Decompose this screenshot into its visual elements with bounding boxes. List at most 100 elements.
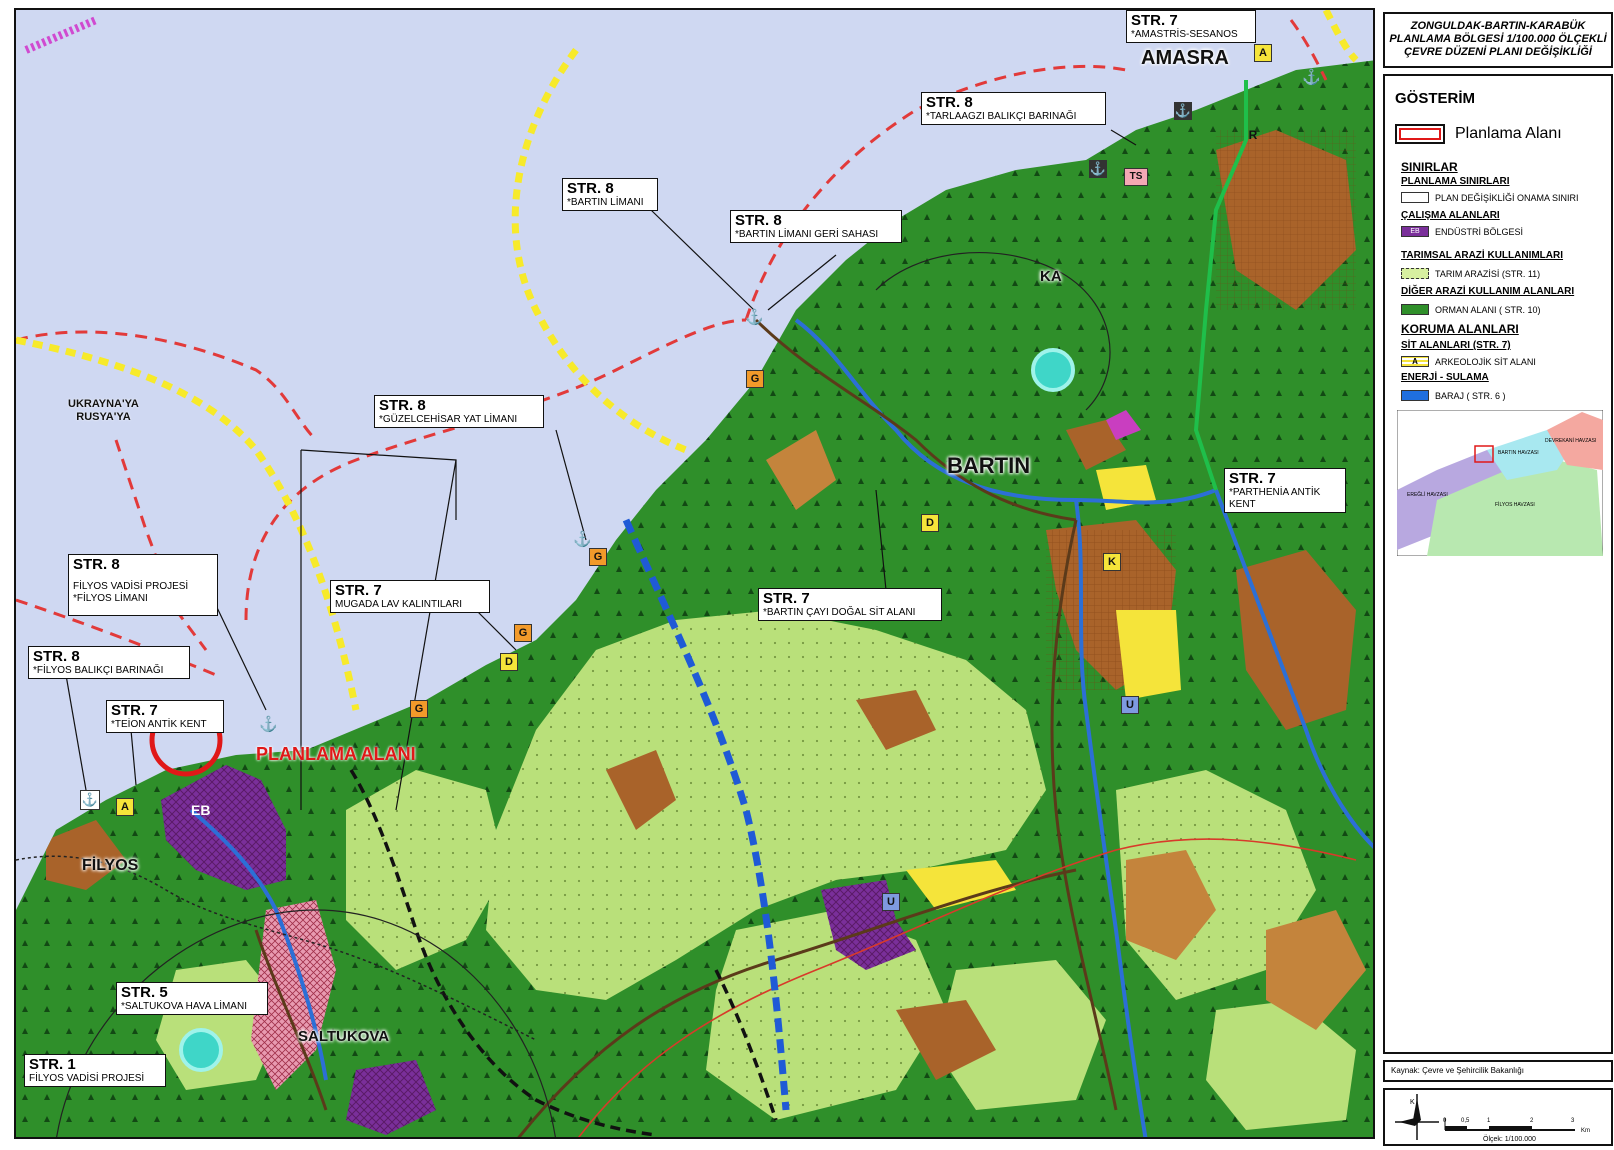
- yellow-dashed-lines: [16, 10, 1359, 711]
- legend-row-arkeolojik: A ARKEOLOJİK SİT ALANI: [1401, 356, 1536, 367]
- anchor-icon: ⚓: [80, 790, 100, 810]
- ukraine-russia-label: UKRAYNA'YA RUSYA'YA: [68, 398, 139, 424]
- industrial-swatch: EB: [1401, 226, 1429, 237]
- legend-row-text: TARIM ARAZİSİ (STR. 11): [1435, 268, 1541, 279]
- scale-text: Ölçek: 1/100.000: [1483, 1135, 1536, 1143]
- industrial-zone-eb: [161, 410, 1141, 1135]
- yellow-urban-areas: [906, 465, 1181, 910]
- legend-row-text: BARAJ ( STR. 6 ): [1435, 390, 1506, 401]
- callout-code: STR. 5: [121, 984, 168, 1001]
- callout-code: STR. 8: [926, 94, 973, 111]
- rusya-line: RUSYA'YA: [76, 411, 131, 423]
- callout-code: STR. 7: [1229, 470, 1276, 487]
- planning-boundary: [349, 769, 657, 1137]
- agricultural-swatch: [1401, 268, 1429, 279]
- callout-text-2: *FİLYOS LİMANI: [73, 593, 148, 604]
- inset-devrekani: DEVREKANİ HAVZASI: [1545, 437, 1596, 444]
- map-frame: AMASRA BARTIN FİLYOS SALTUKOVA KA EB UKR…: [14, 8, 1375, 1139]
- planning-area-label: PLANLAMA ALANI: [256, 744, 416, 764]
- callout-text: *AMASTRİS-SESANOS: [1131, 29, 1238, 40]
- callout-code: STR. 1: [29, 1056, 76, 1073]
- city-saltukova: SALTUKOVA: [298, 1028, 390, 1045]
- scale-and-north: K 0 0,5 1 2 3 Km Ölçek: 1/100.000: [1395, 1094, 1590, 1143]
- callout-tarlaagzi: STR. 8*TARLAAGZI BALIKÇI BARINAĞI: [921, 92, 1106, 125]
- legend-planning-area-text: Planlama Alanı: [1455, 125, 1562, 142]
- callout-text: *BARTIN LİMANI GERİ SAHASI: [735, 229, 879, 240]
- railway: [578, 838, 1357, 1137]
- legend-title-line: PLANLAMA BÖLGESİ 1/100.000 ÖLÇEKLİ: [1389, 33, 1607, 45]
- callout-amastris: STR. 7*AMASTRİS-SESANOS: [1126, 10, 1256, 43]
- planning-area-swatch: [1395, 124, 1445, 144]
- callout-text: *SALTUKOVA HAVA LİMANI: [121, 1001, 247, 1012]
- dam-markers: [179, 348, 1075, 1072]
- inset-filyos: FİLYOS HAVZASI: [1495, 501, 1535, 508]
- legend-body: GÖSTERİM Planlama Alanı SINIRLAR PLANLAM…: [1383, 74, 1613, 1054]
- anchor-icon: ⚓: [1174, 102, 1192, 120]
- legend-section-koruma: KORUMA ALANLARI: [1401, 322, 1519, 336]
- legend-section-enerji: ENERJİ - SULAMA: [1401, 372, 1489, 383]
- forest-swatch: [1401, 304, 1429, 315]
- anchor-icon: ⚓: [573, 531, 592, 548]
- legend-row-text: ARKEOLOJİK SİT ALANI: [1435, 356, 1536, 367]
- legend-row-orman: ORMAN ALANI ( STR. 10): [1401, 304, 1541, 315]
- legend-title: ZONGULDAK-BARTIN-KARABÜK PLANLAMA BÖLGES…: [1383, 12, 1613, 68]
- zone-eb: EB: [191, 802, 211, 818]
- callout-text: *BARTIN LİMANI: [567, 197, 644, 208]
- marker-g: G: [410, 700, 428, 718]
- callout-bartin-geri-saha: STR. 8*BARTIN LİMANI GERİ SAHASI: [730, 210, 902, 243]
- marker-a: A: [1254, 44, 1272, 62]
- archaeological-swatch: A: [1401, 356, 1429, 367]
- callout-code: STR. 7: [1131, 12, 1178, 29]
- city-amasra: AMASRA: [1141, 47, 1229, 69]
- legend-section-tarimsal: TARIMSAL ARAZİ KULLANIMLARI: [1401, 250, 1564, 261]
- legend-source: Kaynak: Çevre ve Şehircilik Bakanlığı: [1383, 1060, 1613, 1082]
- marker-d: D: [921, 514, 939, 532]
- anchor-icon: ⚓: [745, 309, 764, 326]
- callout-text: MUGADA LAV KALINTILARI: [335, 599, 463, 610]
- blue-dashed-line: [622, 518, 790, 1111]
- callout-saltukova-hava: STR. 5*SALTUKOVA HAVA LİMANI: [116, 982, 268, 1015]
- callout-parthenia: STR. 7*PARTHENİA ANTİK KENT: [1224, 468, 1346, 513]
- callout-code: STR. 8: [567, 180, 614, 197]
- legend-row-plan-degisikligi: PLAN DEĞİŞİKLİĞİ ONAMA SINIRI: [1401, 192, 1579, 203]
- legend-section-planlama: PLANLAMA SINIRLARI: [1401, 176, 1510, 187]
- callout-leaders: [65, 129, 1137, 811]
- inset-bartin: BARTIN HAVZASI: [1498, 450, 1539, 456]
- map-canvas: [16, 10, 1373, 1137]
- legend-section-diger: DİĞER ARAZİ KULLANIM ALANLARI: [1401, 286, 1575, 297]
- ukrayna-line: UKRAYNA'YA: [68, 398, 139, 410]
- legend-row-text: PLAN DEĞİŞİKLİĞİ ONAMA SINIRI: [1435, 192, 1579, 203]
- marker-r: R: [1248, 128, 1258, 142]
- inset-map: BARTIN HAVZASI DEVREKANİ HAVZASI EREĞLİ …: [1397, 410, 1603, 556]
- legend-row-tarim: TARIM ARAZİSİ (STR. 11): [1401, 268, 1540, 279]
- zone-ka: KA: [1040, 268, 1062, 285]
- callout-text: *TARLAAGZI BALIKÇI BARINAĞI: [926, 111, 1077, 122]
- callout-text: FİLYOS VADİSİ PROJESİ: [29, 1073, 145, 1084]
- marker-ts: TS: [1124, 168, 1148, 186]
- anchor-icon: ⚓: [1089, 160, 1107, 178]
- callout-code: STR. 8: [735, 212, 782, 229]
- callout-code: STR. 8: [379, 397, 426, 414]
- rivers: [189, 318, 1373, 1137]
- scale-tick: 1: [1487, 1118, 1491, 1124]
- callout-bartin-limani: STR. 8*BARTIN LİMANI: [562, 178, 658, 211]
- legend-scale-box: K 0 0,5 1 2 3 Km Ölçek: 1/100.000: [1383, 1088, 1613, 1146]
- scale-unit: Km: [1581, 1128, 1590, 1134]
- boundary-swatch: [1401, 192, 1429, 203]
- legend-title-line: ZONGULDAK-BARTIN-KARABÜK: [1410, 20, 1586, 32]
- scale-tick: 3: [1571, 1118, 1575, 1124]
- callout-text: *FİLYOS BALIKÇI BARINAĞI: [33, 665, 164, 676]
- legend-row-text: ORMAN ALANI ( STR. 10): [1435, 304, 1541, 315]
- legend-title-line: ÇEVRE DÜZENİ PLANI DEĞİŞİKLİĞİ: [1404, 46, 1592, 58]
- legend-panel: ZONGULDAK-BARTIN-KARABÜK PLANLAMA BÖLGES…: [1381, 8, 1614, 1146]
- marker-g: G: [746, 370, 764, 388]
- callout-text: FİLYOS VADİSİ PROJESİ: [73, 581, 189, 592]
- callout-text: *BARTIN ÇAYI DOĞAL SİT ALANI: [763, 607, 916, 618]
- dam-swatch: [1401, 390, 1429, 401]
- city-bartin: BARTIN: [947, 453, 1031, 478]
- callout-guzelcehisar: STR. 8*GÜZELCEHİSAR YAT LİMANI: [374, 395, 544, 428]
- inset-eregli: EREĞLİ HAVZASI: [1407, 491, 1448, 498]
